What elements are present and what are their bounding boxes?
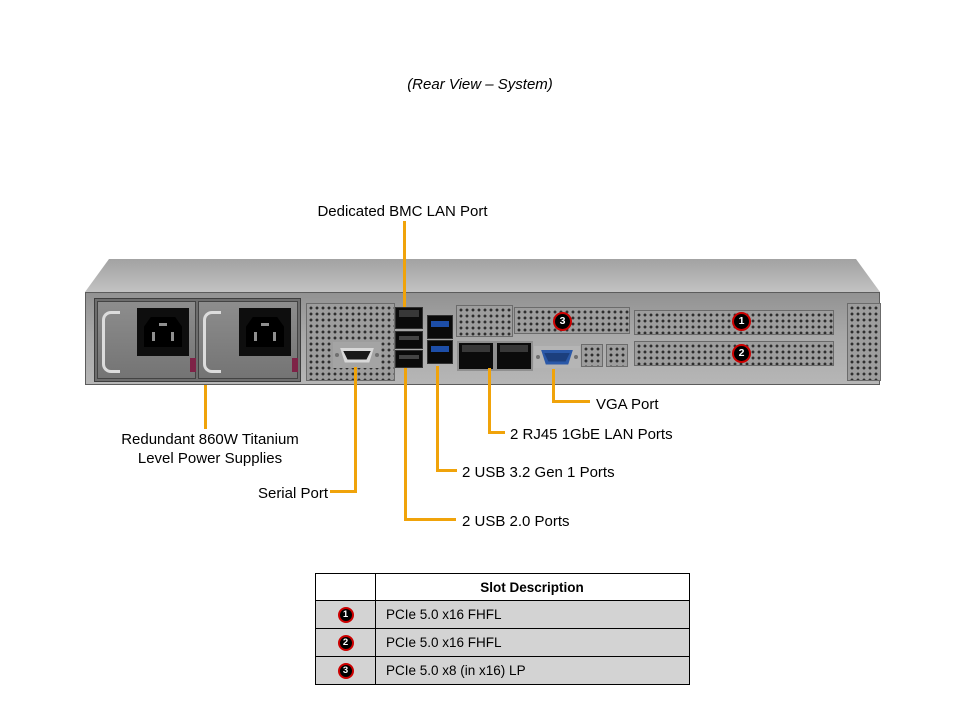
- leader-lan-h: [488, 431, 505, 434]
- vent-grid: [581, 344, 603, 367]
- lan-port-1: [457, 341, 495, 371]
- usb2-port: [395, 350, 423, 368]
- leader-psu: [204, 385, 207, 429]
- leader-vga-v: [552, 369, 555, 402]
- slot-description: PCIe 5.0 x16 FHFL: [375, 628, 690, 657]
- psu-handle-icon: [102, 311, 120, 373]
- chassis-top-face: [85, 259, 880, 292]
- psu-latch: [292, 358, 298, 372]
- leader-usb20-h: [404, 518, 456, 521]
- leader-usb32-h: [436, 469, 457, 472]
- diagram-title: (Rear View – System): [407, 76, 553, 93]
- vent-grid: [847, 303, 881, 381]
- usb3-port: [427, 340, 453, 364]
- bmc-lan-port: [395, 307, 423, 329]
- vga-port: [534, 346, 580, 368]
- label-vga-port: VGA Port: [596, 396, 659, 413]
- psu-bay: [94, 298, 301, 382]
- label-psu-line1: Redundant 860W Titanium: [121, 431, 299, 448]
- label-power-supplies: Redundant 860W Titanium Level Power Supp…: [105, 430, 315, 468]
- c14-connector-icon: [246, 317, 284, 347]
- slot-description: PCIe 5.0 x16 FHFL: [375, 600, 690, 629]
- usb2-port: [395, 331, 423, 349]
- row-badge-3: 3: [337, 662, 354, 679]
- leader-serial-v: [354, 367, 357, 493]
- label-bmc-lan: Dedicated BMC LAN Port: [317, 203, 488, 220]
- usb3-port: [427, 315, 453, 339]
- serial-port: [333, 342, 381, 368]
- label-usb20-ports: 2 USB 2.0 Ports: [462, 513, 570, 530]
- leader-usb32-v: [436, 366, 439, 472]
- callout-badge-1: 1: [732, 312, 751, 331]
- label-psu-line2: Level Power Supplies: [137, 450, 283, 467]
- label-lan-ports: 2 RJ45 1GbE LAN Ports: [510, 426, 673, 443]
- db9-connector-icon: [340, 347, 374, 363]
- leader-bmc: [403, 221, 406, 307]
- slot-description-table: Slot Description 1 PCIe 5.0 x16 FHFL 2 P…: [315, 573, 690, 685]
- header-badge-cell: [315, 573, 376, 601]
- table-row: 3 PCIe 5.0 x8 (in x16) LP: [315, 656, 690, 685]
- screw-icon: [375, 353, 379, 357]
- psu-latch: [190, 358, 196, 372]
- leader-lan-v: [488, 368, 491, 433]
- psu-module-2: [198, 301, 298, 379]
- psu-module-1: [97, 301, 196, 379]
- power-inlet-icon: [137, 308, 189, 356]
- server-chassis: [85, 259, 881, 385]
- table-header: Slot Description: [375, 573, 690, 601]
- pcie-slot3-vent: [514, 307, 630, 334]
- leader-vga-h: [552, 400, 590, 403]
- callout-badge-3: 3: [553, 312, 572, 331]
- vent-grid: [456, 305, 513, 337]
- chassis-rear-panel: [85, 292, 881, 385]
- row-badge-1: 1: [337, 606, 354, 623]
- c14-connector-icon: [144, 317, 182, 347]
- table-row: 2 PCIe 5.0 x16 FHFL: [315, 628, 690, 657]
- table-row: 1 PCIe 5.0 x16 FHFL: [315, 600, 690, 629]
- callout-badge-2: 2: [732, 344, 751, 363]
- slot-description: PCIe 5.0 x8 (in x16) LP: [375, 656, 690, 685]
- psu-handle-icon: [203, 311, 221, 373]
- leader-usb20-v: [404, 368, 407, 521]
- screw-icon: [536, 355, 540, 359]
- leader-serial-h: [330, 490, 357, 493]
- power-inlet-icon: [239, 308, 291, 356]
- vent-grid: [606, 344, 628, 367]
- screw-icon: [574, 355, 578, 359]
- table-header-row: Slot Description: [315, 573, 690, 601]
- row-badge-2: 2: [337, 634, 354, 651]
- label-usb32-ports: 2 USB 3.2 Gen 1 Ports: [462, 464, 615, 481]
- vga-connector-icon: [541, 349, 573, 365]
- label-serial-port: Serial Port: [257, 485, 328, 502]
- lan-port-2: [495, 341, 533, 371]
- screw-icon: [335, 353, 339, 357]
